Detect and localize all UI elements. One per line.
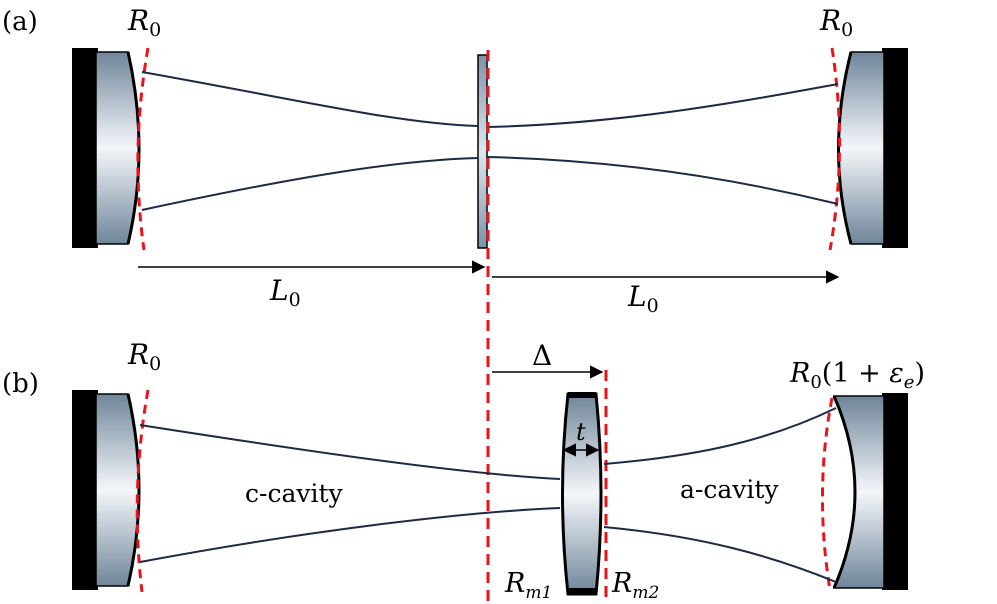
right-mirror-b [821, 393, 908, 591]
panel-b [72, 365, 908, 604]
thin-membrane-a [477, 54, 488, 249]
panel-a [72, 47, 908, 284]
radius-label-left-b: R0 [127, 338, 161, 375]
reference-surface-right-b [821, 397, 834, 591]
beam-a [141, 71, 839, 211]
right-mirror-a [828, 47, 908, 251]
left-mirror-a [72, 47, 150, 251]
radius-label-right-a: R0 [819, 4, 853, 41]
thickness-label: t [576, 418, 586, 446]
radius-label-left-a: R0 [127, 4, 161, 41]
delta-label: Δ [532, 339, 552, 372]
panel-a-tag: (a) [2, 7, 38, 37]
surface-label-rm1: Rm1 [504, 568, 552, 603]
thick-element-b [561, 392, 603, 596]
beam-b [139, 407, 837, 583]
a-cavity-label: a-cavity [680, 475, 779, 504]
length-label-left-a: L0 [269, 274, 301, 311]
radius-label-right-b: R0(1 + εe) [789, 358, 925, 393]
panel-b-tag: (b) [2, 369, 39, 399]
c-cavity-label: c-cavity [245, 479, 344, 508]
surface-label-rm2: Rm2 [611, 568, 659, 603]
length-label-right-a: L0 [627, 280, 659, 317]
left-mirror-b [72, 389, 150, 593]
